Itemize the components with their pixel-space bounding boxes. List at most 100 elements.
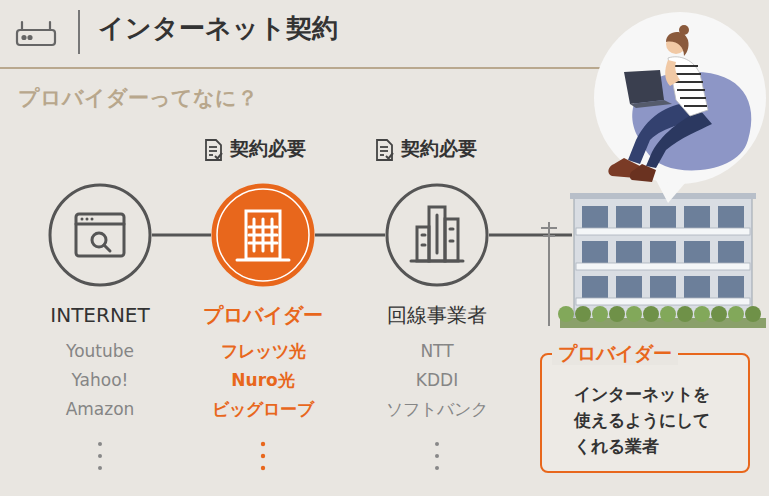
document-icon	[209, 146, 217, 148]
router-icon	[49, 22, 51, 30]
document-icon	[209, 150, 217, 152]
person-bubble	[672, 65, 698, 67]
balcony-rail	[576, 298, 750, 305]
utility-pole	[543, 235, 555, 237]
building-window	[718, 206, 744, 228]
node-icon	[237, 259, 289, 262]
node-icon	[436, 215, 439, 253]
node-icon	[422, 244, 425, 247]
shrub	[592, 306, 608, 322]
building-window	[718, 241, 744, 263]
example-item: Nuro光	[231, 370, 294, 390]
utility-pole	[541, 227, 557, 229]
document-icon	[206, 140, 222, 160]
shrub	[660, 306, 676, 322]
continuation-dots	[261, 454, 265, 458]
document-icon	[380, 150, 388, 152]
person-bubble	[630, 100, 672, 108]
continuation-dots	[98, 454, 102, 458]
shrub	[575, 306, 591, 322]
apartment-building	[570, 193, 756, 199]
building-window	[616, 206, 642, 228]
shrub	[745, 306, 761, 322]
person-bubble	[677, 89, 705, 91]
router-icon	[17, 30, 55, 45]
example-item: Amazon	[66, 399, 135, 419]
person-bubble	[684, 105, 707, 107]
contract-note: 契約必要	[230, 137, 306, 160]
node-icon	[450, 240, 453, 243]
node-icon	[429, 207, 445, 261]
example-item: NTT	[420, 341, 453, 361]
shrub	[728, 306, 744, 322]
person-bubble	[680, 97, 706, 99]
circle-outline	[385, 183, 489, 287]
inner-ring	[217, 189, 309, 281]
node-icon	[91, 218, 94, 221]
balcony-rail	[576, 228, 750, 235]
node-icon	[249, 234, 277, 237]
node-icon	[249, 242, 277, 245]
building-window	[650, 206, 676, 228]
continuation-dots	[261, 442, 265, 470]
document-icon	[386, 153, 393, 159]
node-icon	[411, 207, 463, 261]
continuation-dots	[435, 442, 439, 446]
shrub	[711, 306, 727, 322]
node-icon	[76, 214, 124, 256]
building-window	[582, 241, 608, 263]
shrub	[694, 306, 710, 322]
person-bubble	[646, 110, 712, 168]
router-icon	[23, 36, 26, 39]
building-window	[684, 241, 710, 263]
node-name: INTERNET	[50, 305, 149, 325]
node-icon	[104, 245, 110, 251]
node-icon	[237, 211, 289, 260]
person-bubble	[679, 25, 689, 35]
balcony-rail	[576, 263, 750, 270]
document-icon	[380, 146, 388, 148]
node-icon	[76, 214, 124, 256]
person-bubble	[624, 70, 664, 104]
circle-outline	[387, 185, 487, 285]
building-window	[684, 276, 710, 298]
node-icon	[76, 223, 124, 226]
node-icon	[422, 234, 425, 237]
building-window	[582, 206, 608, 228]
connector-line	[152, 234, 211, 237]
node-icon	[76, 214, 124, 256]
contract-note: 契約必要	[401, 137, 477, 160]
continuation-dots	[435, 466, 439, 470]
node-name: 回線事業者	[387, 305, 487, 325]
router-icon	[29, 36, 32, 39]
building-window	[582, 276, 608, 298]
shrub	[643, 306, 659, 322]
person-bubble	[672, 66, 707, 106]
line-to-home	[489, 234, 572, 237]
node-icon	[411, 260, 463, 263]
carrier-circle: 回線事業者NTTKDDIソフトバンク	[385, 183, 489, 287]
router-icon	[17, 22, 55, 45]
box-body: インターネットを使えるようにしてくれる業者	[574, 381, 717, 459]
utility-pole	[548, 222, 550, 326]
document-icon	[209, 154, 213, 156]
node-icon	[411, 207, 463, 261]
circle-outline	[50, 185, 150, 285]
utility-pole	[541, 222, 557, 326]
node-name: プロバイダー	[203, 305, 323, 325]
building-window	[616, 241, 642, 263]
person-bubble	[630, 164, 656, 182]
document-icon	[215, 153, 222, 159]
person-bubble	[594, 12, 766, 184]
node-icon	[417, 227, 429, 261]
header-divider	[78, 10, 80, 54]
shrub	[677, 306, 693, 322]
provider-circle: プロバイダーフレッツ光Nuro光ビッグローブ	[211, 183, 315, 287]
continuation-dots	[435, 454, 439, 458]
node-icon	[445, 219, 458, 261]
box-heading: プロバイダー	[552, 341, 678, 365]
person-bubble	[675, 81, 703, 83]
subtitle: プロバイダーってなに？	[18, 86, 258, 111]
node-icon	[249, 226, 277, 229]
building-window	[616, 276, 642, 298]
